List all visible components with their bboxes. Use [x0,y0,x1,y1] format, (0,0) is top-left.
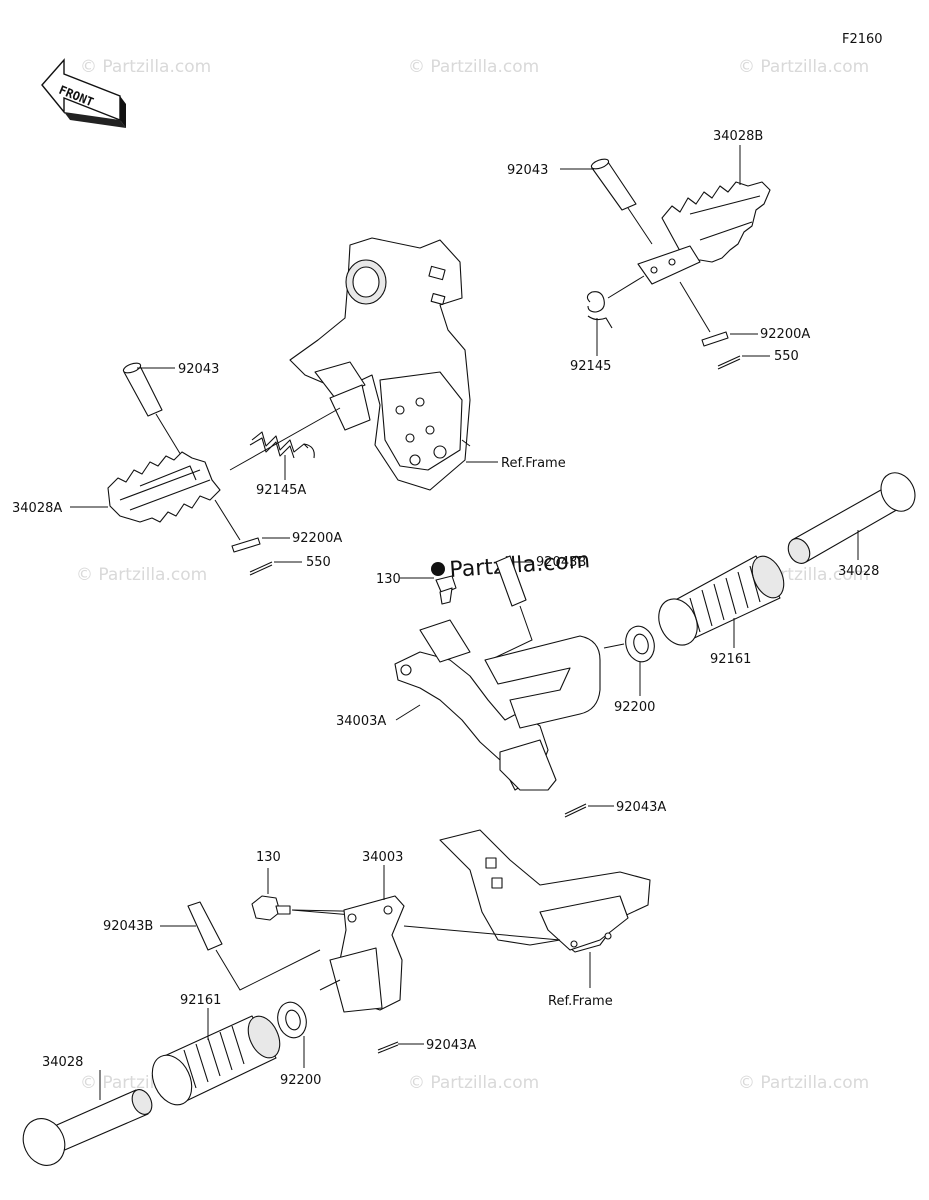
mid-washer-part [625,625,655,663]
upper-left-cotter-part [249,561,273,576]
partzilla-logo-icon [431,562,445,576]
label-low-bolt: 130 [256,850,281,865]
label-upper-right-pin: 92043 [507,163,548,178]
label-mid-peg: 34028 [838,564,879,579]
label-mid-washer: 92200 [614,700,655,715]
low-rubber-part [151,1015,281,1106]
label-mid-pin: 92043B [536,555,586,570]
mid-peg-part [787,472,916,564]
mid-bracket-part [394,619,601,791]
label-upper-left-washer: 92200A [292,531,342,546]
label-low-frame: Ref.Frame [548,994,613,1009]
upper-right-washer-part [701,331,729,347]
label-upper-right-washer: 92200A [760,327,810,342]
label-upper-left-frame: Ref.Frame [501,456,566,471]
diagram-code: F2160 [842,32,883,47]
low-washer-part [277,1001,307,1039]
watermarks: © Partzilla.com © Partzilla.com © Partzi… [76,57,869,1093]
label-upper-right-spring: 92145 [570,359,611,374]
watermark: © Partzilla.com [76,565,207,585]
label-mid-rubber: 92161 [710,652,751,667]
watermark: © Partzilla.com [738,1073,869,1093]
label-low-cotter: 92043A [426,1038,476,1053]
upper-right-spring-part [586,291,613,329]
mid-cotter-part [564,803,587,818]
upper-left-pin-part [122,362,163,417]
mid-rubber-part [658,555,785,646]
upper-left-frame-part [289,237,471,491]
label-upper-right-footrest: 34028B [713,129,763,144]
watermark: © Partzilla.com [408,1073,539,1093]
upper-left-spring-part [249,431,315,459]
label-upper-left-cotter: 550 [306,555,331,570]
label-low-bracket: 34003 [362,850,403,865]
label-upper-left-pin: 92043 [178,362,219,377]
low-peg-part [22,1089,153,1166]
low-bolt-part [251,895,291,921]
label-mid-bracket: 34003A [336,714,386,729]
low-cotter-part [377,1041,399,1054]
mid-bolt-part [435,575,457,605]
watermark: © Partzilla.com [408,57,539,77]
watermark: © Partzilla.com [80,57,211,77]
upper-left-footrest-part [107,451,221,523]
low-frame-part [439,829,651,953]
upper-left-washer-part [231,537,261,553]
upper-right-cotter-part [717,355,741,370]
label-mid-bolt: 130 [376,572,401,587]
label-low-rubber: 92161 [180,993,221,1008]
label-upper-left-footrest: 34028A [12,501,62,516]
upper-right-pin-part [590,158,637,211]
mid-pin-part [495,555,527,607]
label-mid-cotter: 92043A [616,800,666,815]
label-upper-right-cotter: 550 [774,349,799,364]
label-upper-left-spring: 92145A [256,483,306,498]
label-low-washer: 92200 [280,1073,321,1088]
low-pin-part [187,901,223,951]
watermark: © Partzilla.com [738,57,869,77]
upper-right-footrest-part [637,181,771,285]
label-low-peg: 34028 [42,1055,83,1070]
label-low-pin: 92043B [103,919,153,934]
low-bracket-part [329,895,405,1013]
